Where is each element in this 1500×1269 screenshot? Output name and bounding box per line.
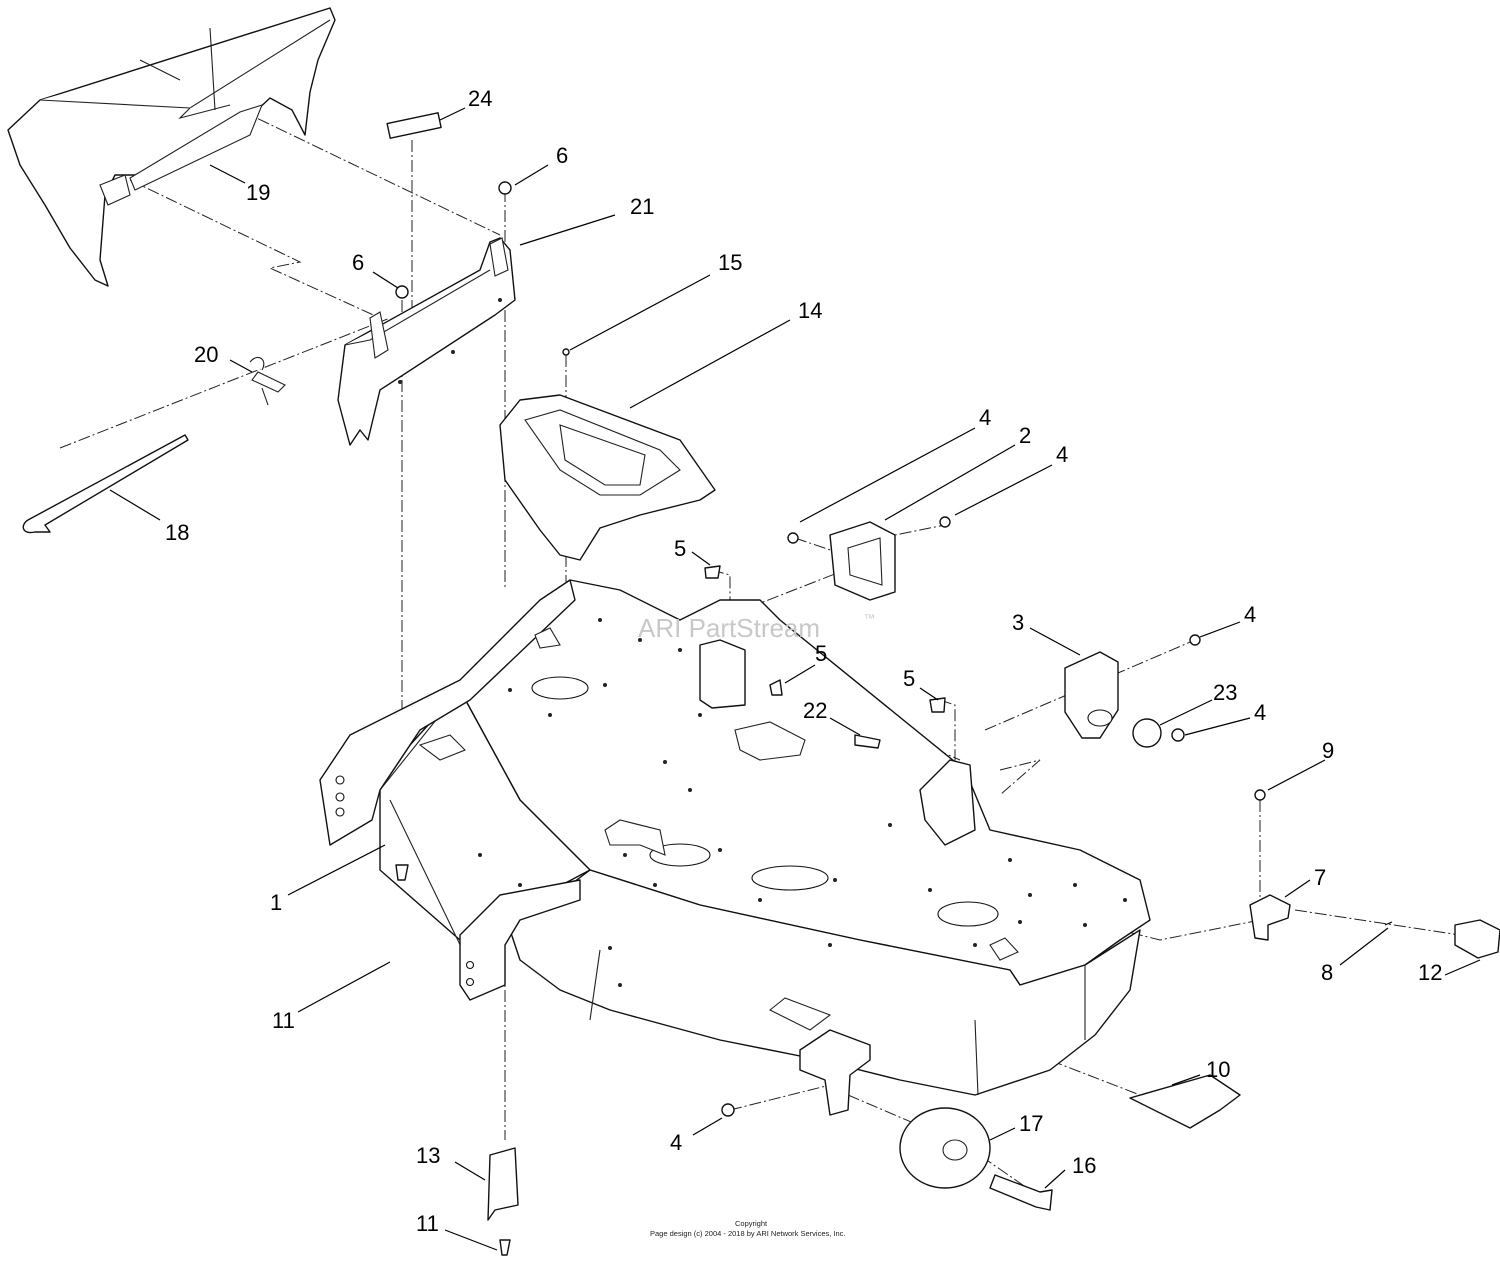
mower-deck [319, 579, 1151, 1116]
callout-12: 12 [1418, 960, 1442, 985]
callout-14: 14 [798, 298, 822, 323]
callout-5: 5 [674, 536, 686, 561]
callout-18: 18 [165, 520, 189, 545]
belt-cover [499, 394, 716, 561]
callout-6: 6 [352, 250, 364, 275]
pin [1384, 921, 1393, 926]
callout-4: 4 [670, 1130, 682, 1155]
decal [386, 112, 442, 139]
callout-5: 5 [815, 641, 827, 666]
leader-lines [109, 107, 1481, 1251]
callout-19: 19 [246, 180, 270, 205]
callout-labels: 24 6 19 21 6 15 14 20 18 4 2 4 5 5 3 4 5… [165, 86, 1442, 1236]
caster-wheel [899, 1107, 991, 1189]
callout-16: 16 [1072, 1153, 1096, 1178]
knob [1454, 919, 1500, 959]
small-bracket [487, 1147, 519, 1221]
callout-9: 9 [1322, 738, 1334, 763]
deflector-chute [7, 7, 336, 287]
callout-7: 7 [1314, 865, 1326, 890]
grease-fitting [1249, 894, 1291, 941]
callout-4: 4 [979, 405, 991, 430]
callout-11: 11 [416, 1211, 439, 1236]
callout-23: 23 [1213, 680, 1237, 705]
callout-6: 6 [556, 143, 568, 168]
axle-bolt [989, 1174, 1053, 1211]
copyright-line-1: Copyright [735, 1219, 768, 1228]
callout-24: 24 [468, 86, 492, 111]
deck-holes [478, 618, 1127, 987]
callout-13: 13 [416, 1143, 440, 1168]
callout-8: 8 [1321, 960, 1333, 985]
small-deflector [1129, 1074, 1241, 1129]
callout-15: 15 [718, 250, 742, 275]
callout-10: 10 [1206, 1057, 1230, 1082]
spring [249, 356, 286, 406]
callout-4: 4 [1244, 602, 1256, 627]
callout-17: 17 [1019, 1111, 1043, 1136]
copyright-line-2: Page design (c) 2004 - 2018 by ARI Netwo… [650, 1229, 846, 1238]
brackets [699, 521, 1119, 846]
callout-1: 1 [270, 890, 282, 915]
callout-11: 11 [272, 1008, 295, 1033]
callout-5: 5 [903, 666, 915, 691]
callout-4: 4 [1254, 700, 1266, 725]
callout-2: 2 [1019, 423, 1031, 448]
watermark: ARI PartStream [638, 613, 820, 643]
callout-4: 4 [1056, 442, 1068, 467]
callout-21: 21 [630, 194, 654, 219]
hinge-bracket [337, 237, 516, 446]
rod [22, 434, 189, 534]
watermark-trademark: ™ [864, 613, 875, 625]
callout-22: 22 [803, 698, 827, 723]
washer [1132, 718, 1162, 748]
callout-3: 3 [1012, 610, 1024, 635]
fasteners [395, 181, 1266, 1256]
callout-20: 20 [194, 342, 218, 367]
